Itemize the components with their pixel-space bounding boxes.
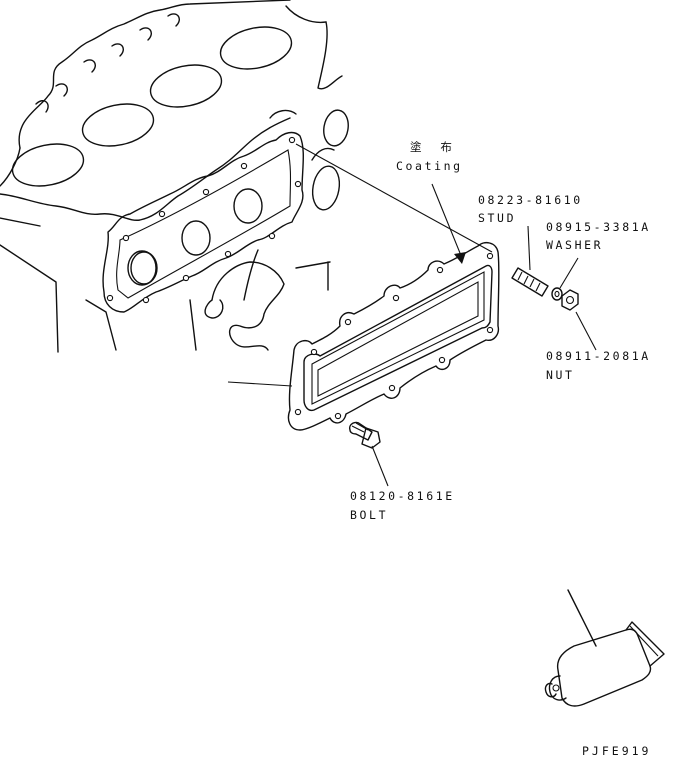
bolt-part bbox=[348, 421, 389, 487]
cover-leader bbox=[227, 381, 293, 387]
side-cover bbox=[287, 241, 500, 431]
stud-name: STUD bbox=[478, 211, 517, 225]
figure-code: PJFE919 bbox=[582, 744, 652, 758]
coating-label: Coating bbox=[396, 159, 463, 173]
coating-leader bbox=[431, 183, 463, 259]
sealant-tube bbox=[544, 589, 665, 707]
nut-name: NUT bbox=[546, 368, 575, 382]
stud-part-number: 08223-81610 bbox=[478, 193, 583, 207]
alignment-line bbox=[295, 143, 493, 253]
bolt-name: BOLT bbox=[350, 508, 389, 522]
engine-block bbox=[0, 0, 349, 353]
nut-part bbox=[561, 289, 597, 351]
stud-part bbox=[511, 225, 549, 297]
washer-part bbox=[551, 257, 579, 301]
coating-marker bbox=[454, 252, 466, 264]
bolt-part-number: 08120-8161E bbox=[350, 489, 455, 503]
washer-part-number: 08915-3381A bbox=[546, 220, 651, 234]
nut-part-number: 08911-2081A bbox=[546, 349, 651, 363]
washer-name: WASHER bbox=[546, 238, 604, 252]
coating-label-jp: 塗 布 bbox=[410, 140, 458, 154]
block-side-plate bbox=[102, 131, 304, 313]
